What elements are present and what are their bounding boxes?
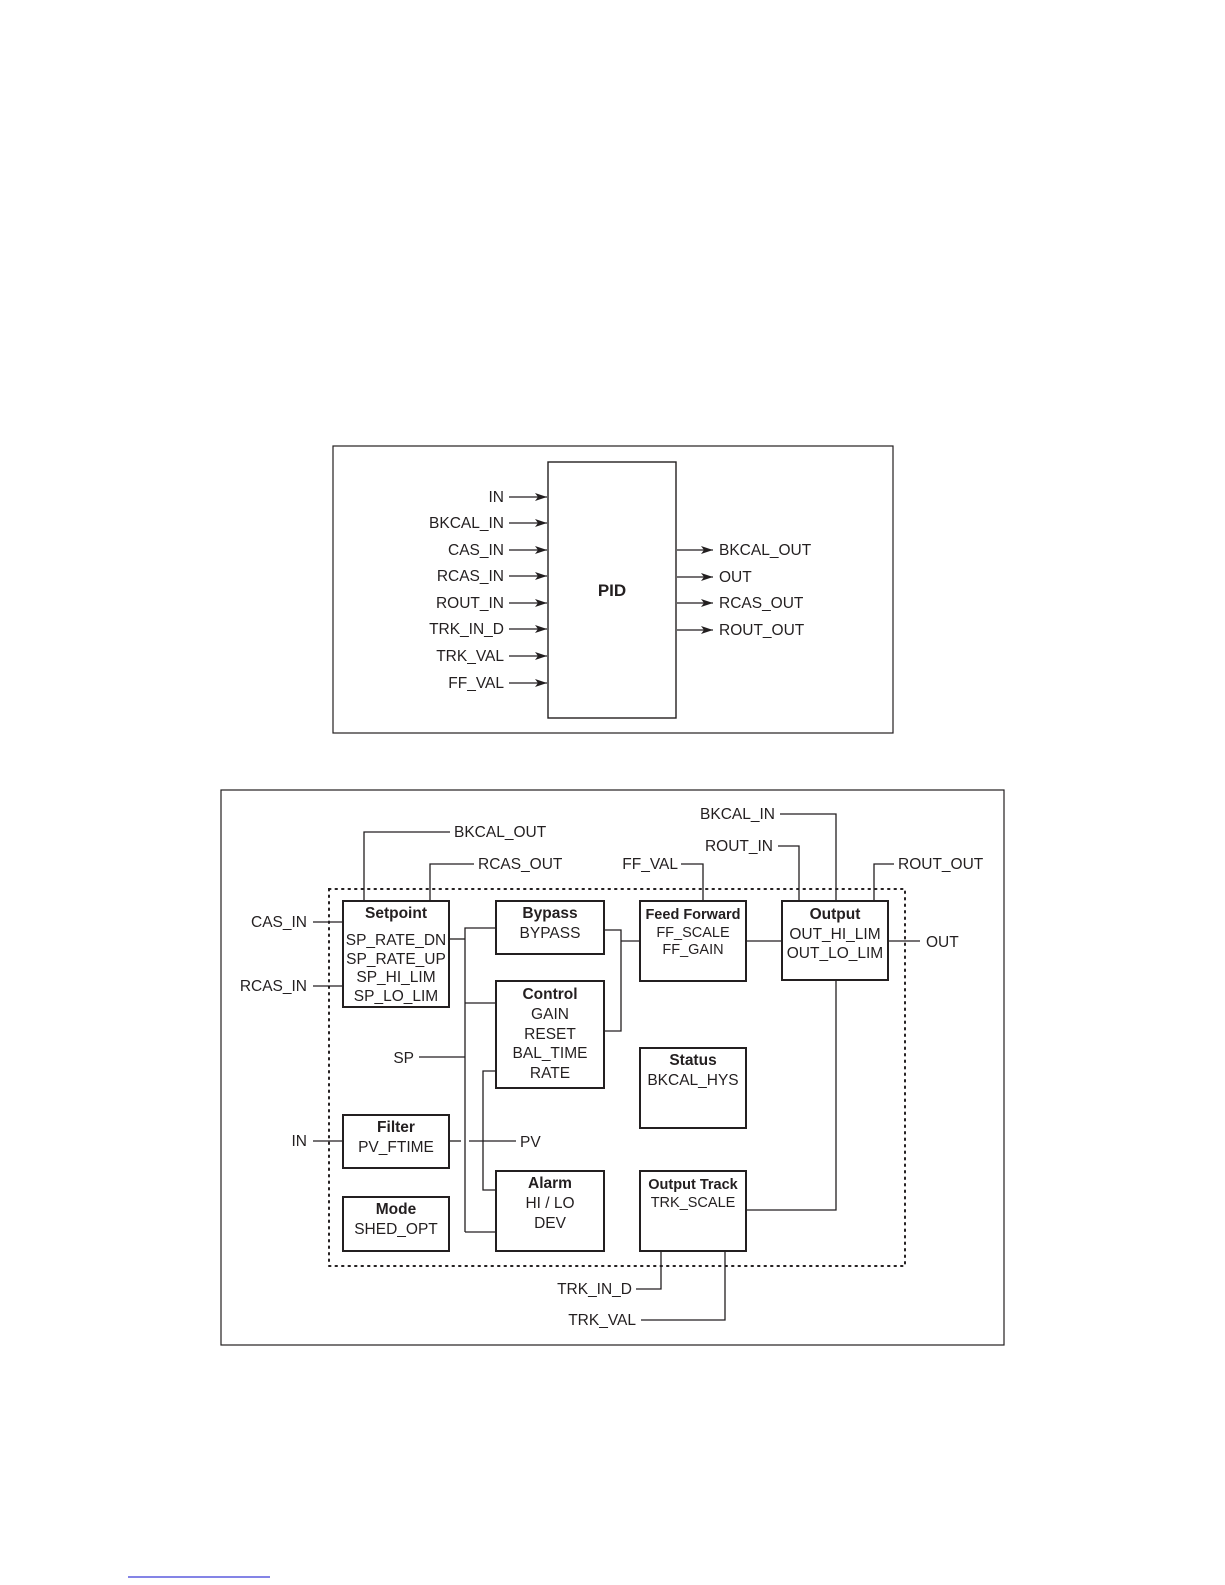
signal-label-ff-val: FF_VAL [622, 856, 678, 873]
pid-figure-frame [332, 445, 894, 734]
module-param: SP_RATE_UP [346, 951, 446, 968]
module-mode: Mode SHED_OPT [342, 1196, 450, 1252]
output-label: ROUT_OUT [719, 622, 805, 639]
signal-label-trk-val: TRK_VAL [568, 1312, 636, 1329]
input-label: TRK_VAL [436, 648, 504, 665]
status-box [639, 1047, 747, 1129]
wire-pv-bus [482, 1070, 496, 1191]
wire-bkcal-in [780, 813, 837, 901]
input-label: FF_VAL [448, 675, 504, 692]
wire-sp-bus [464, 927, 496, 1232]
module-param: SP_LO_LIM [354, 988, 438, 1005]
module-param: SP_HI_LIM [356, 969, 435, 986]
alarm-box [495, 1170, 605, 1252]
output-box [781, 900, 889, 981]
wire-rout-out [873, 863, 894, 901]
pid-block [547, 461, 677, 719]
module-param: PV_FTIME [358, 1139, 434, 1156]
module-feed-forward: Feed Forward FF_SCALE FF_GAIN [639, 900, 747, 982]
module-filter: Filter PV_FTIME [342, 1114, 450, 1169]
module-title: Status [669, 1052, 716, 1069]
control-box [495, 980, 605, 1089]
signal-label-sp: SP [393, 1050, 414, 1067]
module-param: TRK_SCALE [651, 1195, 736, 1211]
module-param: FF_SCALE [656, 925, 730, 941]
wire-trk-val [641, 1250, 726, 1321]
module-param: HI / LO [525, 1195, 574, 1212]
output-label: OUT [719, 569, 752, 586]
module-title: Alarm [528, 1175, 572, 1192]
signal-label-rcas-out: RCAS_OUT [478, 856, 563, 873]
signal-label-bkcal-out: BKCAL_OUT [454, 824, 547, 841]
signal-label-trk-in-d: TRK_IN_D [557, 1281, 632, 1298]
schematic-frame [220, 789, 1005, 1346]
input-label: IN [489, 489, 505, 506]
module-title: Output Track [648, 1177, 738, 1193]
signal-label-rout-out: ROUT_OUT [898, 856, 984, 873]
pid-block-label: PID [598, 581, 626, 600]
wire-bkcal-out [363, 831, 450, 901]
input-label: TRK_IN_D [429, 621, 504, 638]
module-param: OUT_LO_LIM [787, 945, 883, 962]
output-label: RCAS_OUT [719, 595, 804, 612]
signal-label-in: IN [292, 1133, 308, 1150]
signal-labels: BKCAL_OUT RCAS_OUT FF_VAL BKCAL_IN ROUT_… [240, 806, 984, 1329]
module-title: Bypass [522, 905, 577, 922]
setpoint-box [342, 900, 450, 1008]
module-param: RATE [530, 1065, 570, 1082]
module-param: BYPASS [520, 925, 581, 942]
module-title: Feed Forward [645, 907, 740, 923]
block-boundary [328, 888, 906, 1267]
wire-trk-in-d [636, 1250, 662, 1290]
module-param: DEV [534, 1215, 567, 1232]
filter-box [342, 1114, 450, 1169]
module-param: BAL_TIME [513, 1045, 588, 1062]
wire-ff-val [681, 863, 704, 901]
module-param: RESET [524, 1026, 576, 1043]
module-param: OUT_HI_LIM [789, 926, 880, 943]
module-title: Setpoint [365, 905, 427, 922]
feed-forward-box [639, 900, 747, 982]
module-status: Status BKCAL_HYS [639, 1047, 747, 1129]
module-alarm: Alarm HI / LO DEV [495, 1170, 605, 1252]
bypass-box [495, 900, 605, 955]
pid-block-figure: PID IN BKCAL_IN CAS_IN RCAS_IN ROUT_IN T… [332, 445, 894, 734]
signal-label-bkcal-in: BKCAL_IN [700, 806, 775, 823]
signal-label-cas-in: CAS_IN [251, 914, 307, 931]
module-param: SHED_OPT [354, 1221, 438, 1238]
signal-label-pv: PV [520, 1134, 541, 1151]
module-param: GAIN [531, 1006, 569, 1023]
wire-rout-in [778, 845, 800, 901]
module-output-track: Output Track TRK_SCALE [639, 1170, 747, 1252]
module-title: Filter [377, 1119, 415, 1136]
signal-label-rcas-in: RCAS_IN [240, 978, 307, 995]
module-title: Mode [376, 1201, 417, 1218]
module-output: Output OUT_HI_LIM OUT_LO_LIM [781, 900, 889, 981]
module-param: BKCAL_HYS [647, 1072, 738, 1089]
input-label: BKCAL_IN [429, 515, 504, 532]
wire-track-to-output [746, 980, 837, 1211]
module-bypass: Bypass BYPASS [495, 900, 605, 955]
pid-inputs: IN BKCAL_IN CAS_IN RCAS_IN ROUT_IN TRK_I… [429, 489, 547, 692]
input-label: CAS_IN [448, 542, 504, 559]
input-label: ROUT_IN [436, 595, 504, 612]
output-label: BKCAL_OUT [719, 542, 812, 559]
mode-box [342, 1196, 450, 1252]
signal-label-out: OUT [926, 934, 959, 951]
wire-bypass-control [604, 929, 622, 1032]
pid-schematic-figure: Setpoint SP_RATE_DN SP_RATE_UP SP_HI_LIM… [220, 789, 1005, 1346]
connection-lines [313, 813, 920, 1321]
module-control: Control GAIN RESET BAL_TIME RATE [495, 980, 605, 1089]
signal-label-rout-in: ROUT_IN [705, 838, 773, 855]
module-title: Output [810, 906, 861, 923]
module-param: SP_RATE_DN [346, 932, 447, 949]
input-label: RCAS_IN [437, 568, 504, 585]
module-setpoint: Setpoint SP_RATE_DN SP_RATE_UP SP_HI_LIM… [342, 900, 450, 1008]
pid-outputs: BKCAL_OUT OUT RCAS_OUT ROUT_OUT [677, 542, 812, 639]
module-param: FF_GAIN [662, 942, 723, 958]
output-track-box [639, 1170, 747, 1252]
module-title: Control [522, 986, 577, 1003]
wire-rcas-out [429, 863, 474, 901]
